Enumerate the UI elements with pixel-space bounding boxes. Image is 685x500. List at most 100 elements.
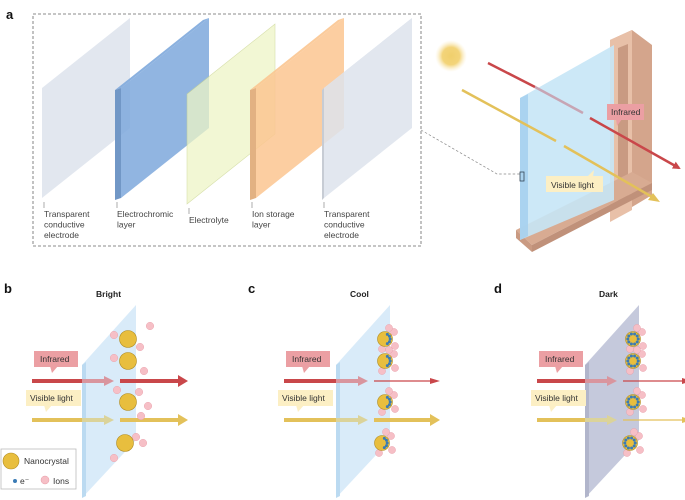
glass-pane [336, 305, 390, 498]
electron [629, 354, 633, 358]
nanocrystal-particle [119, 393, 137, 411]
ion [138, 439, 147, 448]
electron [387, 340, 391, 344]
electron [626, 337, 630, 341]
layer-label-line: Transparent [324, 209, 370, 219]
layer-label-line: layer [117, 220, 136, 230]
electron [624, 438, 628, 442]
electron [629, 332, 633, 336]
nanocrystal [625, 346, 647, 375]
electron [627, 334, 631, 338]
electron [629, 405, 633, 409]
window-frame-groove [618, 44, 628, 205]
layer-label-line: conductive [324, 220, 365, 230]
ion [134, 388, 143, 397]
ion [633, 346, 641, 354]
glass-pane-edge [336, 362, 340, 498]
visible-arrowhead-in [358, 415, 368, 425]
electron [385, 395, 389, 399]
nanocrystal [109, 352, 148, 376]
electron [633, 441, 637, 445]
callout-tail [302, 366, 310, 373]
window-visible-arrowhead [648, 193, 660, 202]
electron [382, 436, 386, 440]
visible-callout: Visible light [531, 390, 586, 412]
electron [627, 403, 631, 407]
legend-nanocrystal-label: Nanocrystal [24, 456, 69, 466]
layer-label-line: Ion storage [252, 209, 295, 219]
legend-ions-label: Ions [53, 476, 69, 486]
electron [627, 356, 631, 360]
ion [633, 387, 641, 395]
callout-tail [549, 405, 557, 412]
electron [385, 441, 389, 445]
layer-slab-edge [115, 88, 121, 200]
layer-slab-2 [115, 18, 209, 200]
electron [635, 362, 639, 366]
electron [623, 441, 627, 445]
layer-slab-5 [322, 18, 412, 200]
window-infrared-ray-through [534, 85, 584, 115]
ion [385, 324, 393, 332]
electron [624, 444, 628, 448]
callout-bg [26, 390, 81, 406]
nanocrystal [622, 428, 644, 457]
ion [390, 391, 398, 399]
layer-slab-1 [42, 18, 130, 198]
window-infrared-callout: Infrared [607, 104, 644, 126]
electron [636, 400, 640, 404]
ion [135, 343, 144, 352]
ion [109, 354, 118, 363]
zoom-marker [519, 171, 525, 182]
visible-callout: Visible light [26, 390, 81, 412]
layer-slab-face [121, 18, 209, 198]
nanocrystal [109, 433, 147, 463]
infrared-arrowhead-out [430, 378, 440, 384]
layer-label-line: layer [252, 220, 271, 230]
ion [638, 328, 646, 336]
electron [385, 332, 389, 336]
electron [384, 444, 388, 448]
callout-bg [531, 390, 586, 406]
glass-pane-edge [82, 362, 86, 498]
ion [388, 446, 396, 454]
electron [633, 332, 637, 336]
visible-arrowhead-in [104, 415, 114, 425]
ion [390, 328, 398, 336]
ion [635, 432, 643, 440]
window-glass-edge [520, 94, 528, 240]
layer-label-line: electrode [324, 230, 359, 240]
ion [139, 367, 148, 376]
electron [632, 438, 636, 442]
electron [387, 356, 391, 360]
window-infrared-ray-in [487, 61, 536, 89]
panel-letter-a: a [6, 7, 14, 22]
window-visible-callout: Visible light [546, 170, 603, 192]
callout-bg [607, 104, 644, 120]
ion [131, 433, 140, 442]
ion [638, 391, 646, 399]
visible-arrowhead-in [607, 415, 617, 425]
visible-label: Visible light [535, 393, 578, 403]
nanocrystal [377, 387, 399, 416]
electron [385, 405, 389, 409]
ion [136, 412, 145, 421]
ion [633, 324, 641, 332]
panel-letter-d: d [494, 281, 502, 296]
electron [384, 438, 388, 442]
visible-arrowhead-out [430, 414, 440, 426]
callout-bg [286, 351, 330, 367]
electron [627, 340, 631, 344]
nanocrystal [625, 324, 647, 353]
electron [387, 403, 391, 407]
layer-slab-face [42, 18, 130, 198]
layer-label-line: Electrochromic [117, 209, 174, 219]
legend-ion-icon [40, 475, 50, 485]
callout-tail [44, 405, 52, 412]
ion [109, 331, 118, 340]
infrared-callout: Infrared [34, 351, 78, 373]
electron [388, 400, 392, 404]
